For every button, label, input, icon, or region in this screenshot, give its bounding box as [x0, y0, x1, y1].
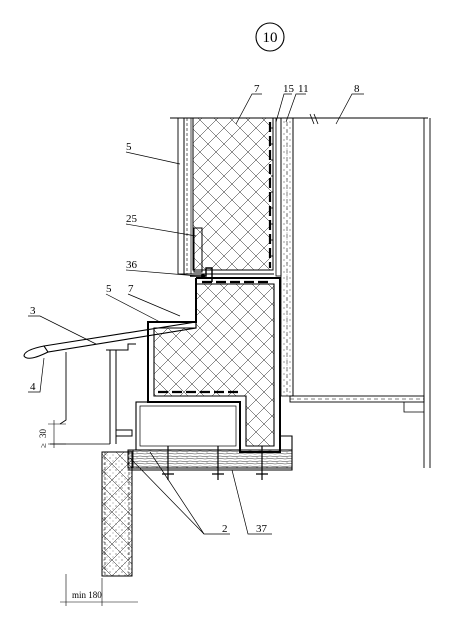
facade-subframe [183, 117, 192, 275]
lower-wall [101, 449, 134, 577]
dimension-width: min 180 [60, 574, 138, 606]
sill [23, 321, 197, 445]
drip-edge [23, 345, 49, 359]
leader-5-upper [125, 151, 181, 165]
callout-3: 3 [30, 305, 36, 317]
anchor-2 [212, 446, 224, 480]
sill-flashing-3 [43, 321, 197, 353]
break-mark [309, 113, 319, 125]
leader-3 [28, 315, 97, 345]
insulation-upper [192, 117, 274, 271]
window-profile [109, 350, 117, 444]
callout-11: 11 [298, 83, 309, 95]
callout-7-lower: 7 [128, 283, 134, 295]
callout-7-top: 7 [254, 83, 260, 95]
insulation-lower [153, 283, 275, 447]
leader-5-lower [105, 293, 161, 323]
leader-36 [125, 269, 199, 277]
layer-15 [275, 117, 282, 277]
dim-gap-value: 30 [38, 429, 48, 439]
lower-wall-seal [127, 449, 134, 469]
steel-profile-2 [135, 401, 241, 451]
lower-box [127, 267, 293, 480]
detail-marker: 10 [255, 22, 285, 52]
frame-4-leg [59, 352, 67, 425]
leader-25 [125, 223, 197, 237]
window-frame [289, 118, 431, 468]
leader-2b [129, 457, 205, 535]
callouts [28, 93, 364, 535]
leader-15 [275, 93, 292, 123]
leader-4 [28, 357, 45, 393]
dimension-gap: ≥ 30 [38, 420, 66, 448]
upper-wall [177, 117, 294, 397]
facade-panel-outer [177, 117, 185, 275]
dim-width-value: min 180 [72, 590, 102, 600]
anchor-1 [162, 446, 174, 480]
flashing-36 [190, 267, 213, 282]
leader-7-lower [127, 293, 181, 317]
callout-36: 36 [126, 259, 138, 271]
timber-plate-37 [127, 449, 293, 469]
profile-hook [116, 429, 133, 437]
sill-support [106, 343, 136, 351]
bracket-25 [193, 227, 203, 273]
steel-profile-2-inner [139, 405, 237, 447]
callout-25: 25 [126, 213, 138, 225]
detail-circle [255, 22, 285, 52]
callout-2: 2 [222, 523, 228, 535]
anchor-3 [256, 446, 268, 480]
leader-8 [335, 93, 364, 125]
callout-5-lower: 5 [106, 283, 112, 295]
anchors [162, 446, 268, 480]
leader-11 [285, 93, 306, 123]
lower-wall-fill [102, 452, 132, 576]
callout-labels: 7 15 11 8 5 25 36 5 7 3 4 2 37 [30, 83, 360, 535]
callout-37: 37 [256, 523, 268, 535]
fastener-36 [201, 274, 205, 278]
callout-4: 4 [30, 381, 36, 393]
callout-15: 15 [283, 83, 295, 95]
detail-number: 10 [263, 30, 278, 46]
callout-5-upper: 5 [126, 141, 132, 153]
callout-8: 8 [354, 83, 360, 95]
leader-37 [231, 469, 272, 535]
plate-flashing [128, 435, 293, 471]
frame-sill-lip [403, 402, 424, 413]
dim-gap-prefix: ≥ [38, 443, 48, 448]
leader-7-top [235, 93, 262, 125]
